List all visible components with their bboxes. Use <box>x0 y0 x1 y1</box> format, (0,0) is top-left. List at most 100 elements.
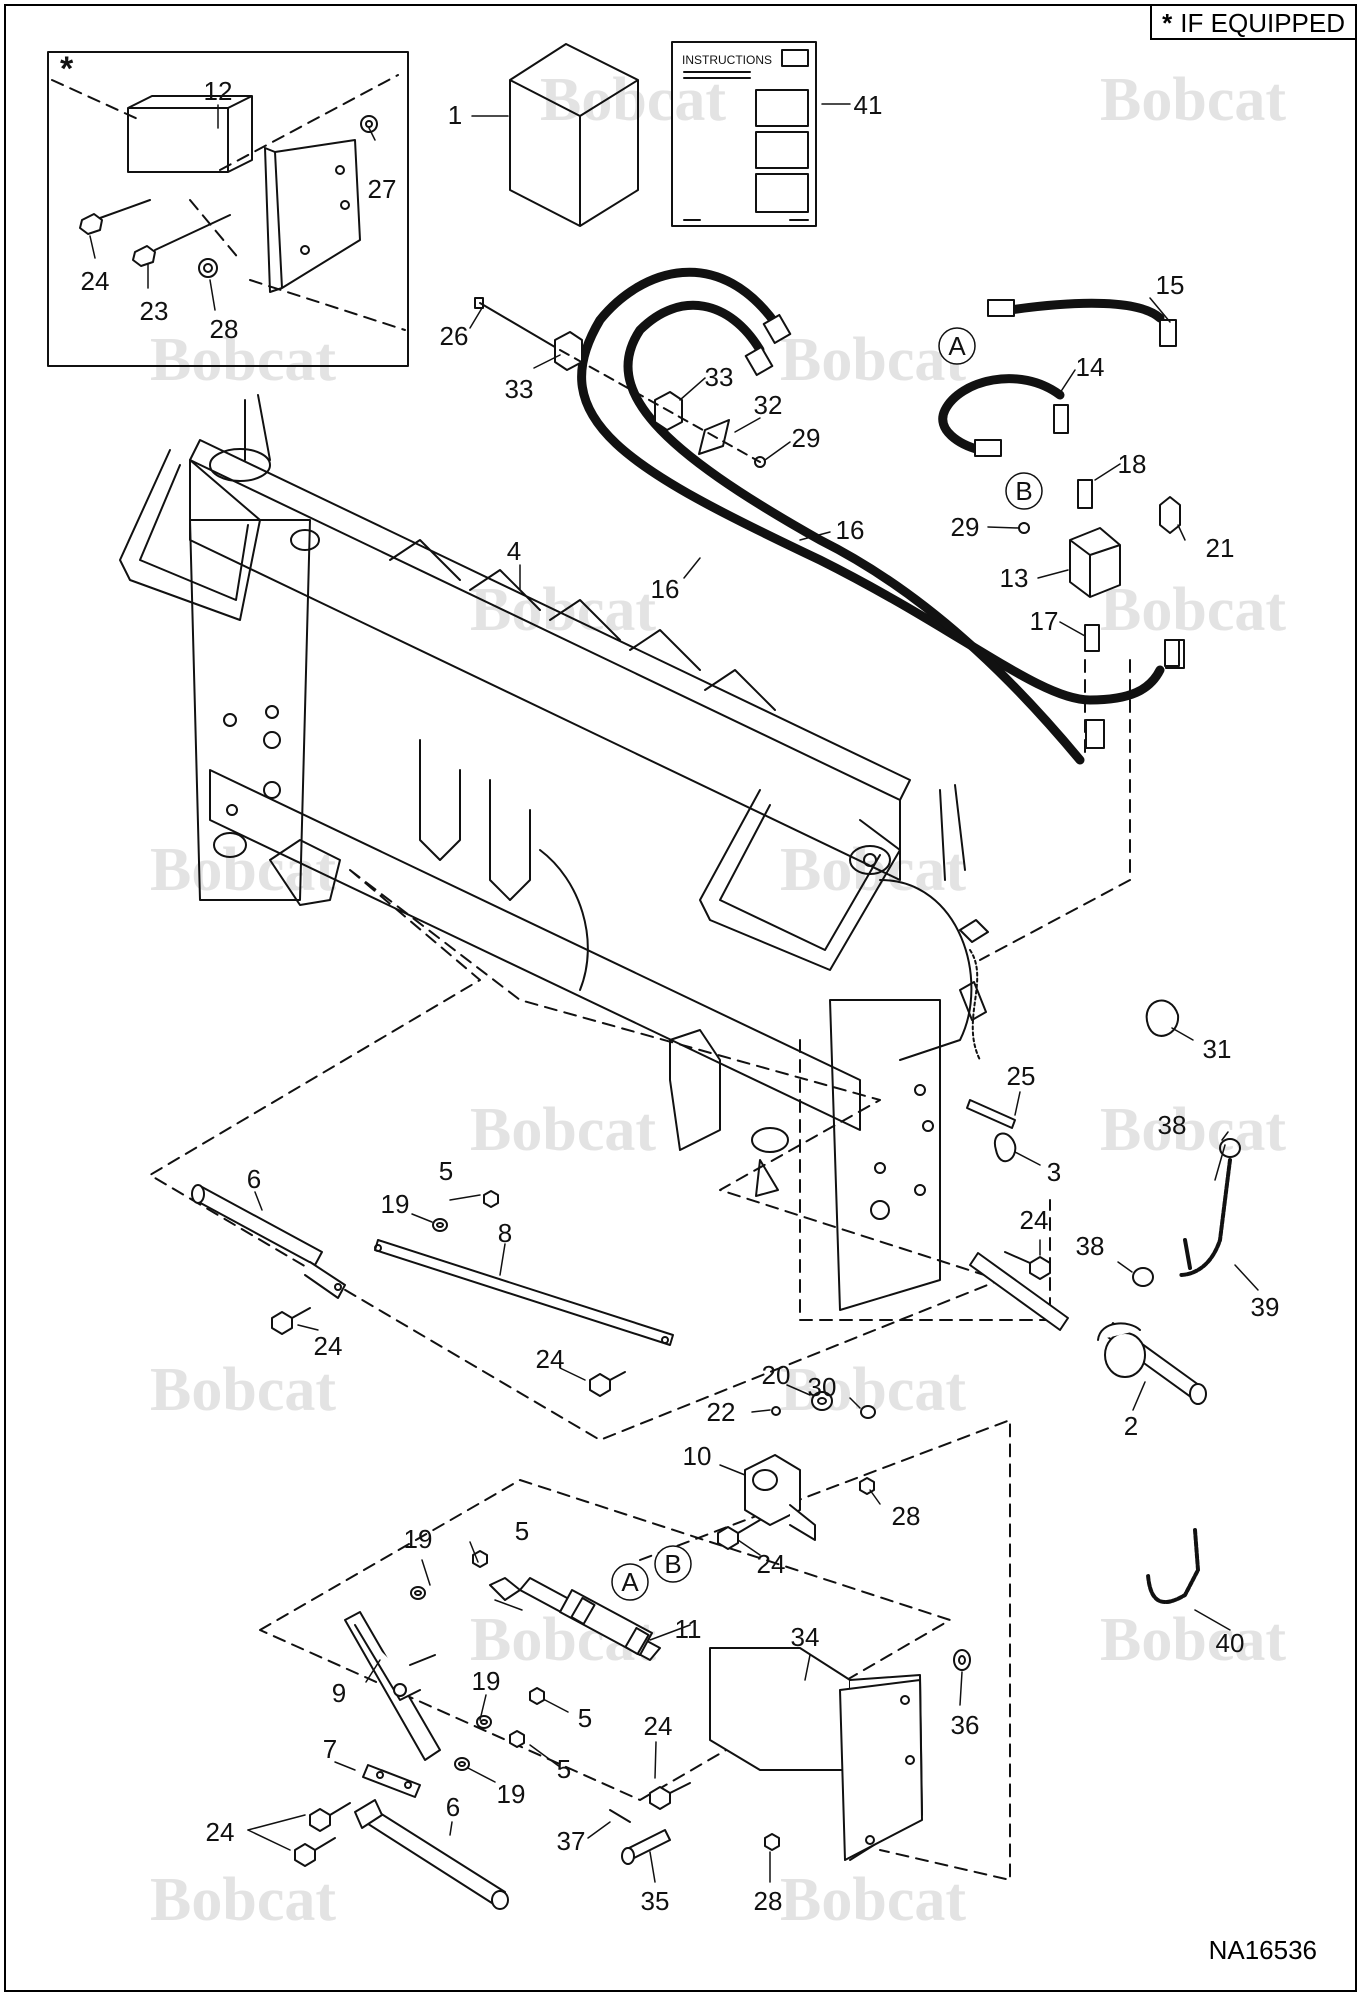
callout-16: 16 <box>836 515 865 545</box>
drawing-number: NA16536 <box>1208 1935 1317 1965</box>
callout-15: 15 <box>1156 270 1185 300</box>
callout-22: 22 <box>707 1397 736 1427</box>
marker-a-hose <box>938 327 976 365</box>
lower-beam <box>209 769 861 1131</box>
inset-plate <box>264 139 361 293</box>
callout-29: 29 <box>792 423 821 453</box>
left-lower-bracket <box>269 839 341 906</box>
callout-25: 25 <box>1007 1061 1036 1091</box>
callout-3: 3 <box>1047 1157 1061 1187</box>
hose-clamp-set <box>474 297 766 468</box>
callout-numbers: 1 41 12 27 24 23 28 26 33 33 32 29 15 14… <box>81 76 1280 1916</box>
callout-16: 16 <box>651 574 680 604</box>
hitch-pin-3 <box>993 1132 1017 1163</box>
hose-16-short <box>623 300 1085 765</box>
callout-37: 37 <box>557 1826 586 1856</box>
watermark-bobcat-logo: Bobcat <box>1100 1096 1286 1164</box>
callout-28: 28 <box>210 314 239 344</box>
inset-tube-12 <box>127 95 253 173</box>
svg-text:Bobcat: Bobcat <box>780 1866 966 1934</box>
callout-12: 12 <box>204 76 233 106</box>
inset-dashed-guides <box>51 74 406 331</box>
callout-23: 23 <box>140 296 169 326</box>
callout-18: 18 <box>1118 449 1147 479</box>
callout-24: 24 <box>81 266 110 296</box>
callout-13: 13 <box>1000 563 1029 593</box>
callout-1: 1 <box>448 100 462 130</box>
callout-leaders <box>89 103 1259 1883</box>
callout-6: 6 <box>446 1792 460 1822</box>
instructions-manual <box>671 41 817 227</box>
svg-text:Bobcat: Bobcat <box>1100 1096 1286 1164</box>
callout-29: 29 <box>951 512 980 542</box>
left-bushing <box>213 832 247 858</box>
plate-32 <box>698 419 730 455</box>
legend-text: IF EQUIPPED <box>1180 8 1345 38</box>
callout-31: 31 <box>1203 1034 1232 1064</box>
attachment-mount-frame <box>119 394 989 1311</box>
svg-text:Bobcat: Bobcat <box>1100 1606 1286 1674</box>
callout-10: 10 <box>683 1441 712 1471</box>
callout-24: 24 <box>1020 1205 1049 1235</box>
right-lever-loop <box>699 789 901 971</box>
tee-fitting-21 <box>1159 496 1181 534</box>
svg-text:Bobcat: Bobcat <box>150 326 336 394</box>
bolts-24 <box>271 1251 1051 1867</box>
right-housing <box>879 879 973 1061</box>
hydraulic-hoses-16 <box>577 267 1165 765</box>
hose-15 <box>987 298 1177 347</box>
callout-6: 6 <box>247 1164 261 1194</box>
marker-b-label: B <box>664 1549 681 1579</box>
watermark-bobcat-logo: Bobcat <box>150 1866 336 1934</box>
center-hook-right <box>489 779 531 901</box>
left-lever-loop <box>119 449 261 621</box>
right-lower-bracket <box>669 1029 721 1151</box>
callout-32: 32 <box>754 390 783 420</box>
watermark-bobcat-logo: Bobcat <box>150 836 336 904</box>
lever-9 <box>344 1611 441 1761</box>
link-7 <box>362 1764 421 1798</box>
bolt-35 <box>621 1829 671 1865</box>
drawing-border <box>4 4 1357 1992</box>
ring-38a <box>1219 1138 1241 1158</box>
svg-text:Bobcat: Bobcat <box>150 836 336 904</box>
watermark-bobcat-logo: Bobcat <box>780 326 966 394</box>
callout-35: 35 <box>641 1886 670 1916</box>
link-bar-8 <box>374 1239 674 1346</box>
quick-couplers <box>959 919 989 1021</box>
cylinder-bracket-10 <box>744 1454 816 1541</box>
marker-b-hose <box>1005 472 1043 510</box>
clamp-33a <box>554 331 583 371</box>
callout-19: 19 <box>381 1189 410 1219</box>
svg-text:Bobcat: Bobcat <box>540 66 726 134</box>
watermark-bobcat-logo: Bobcat <box>540 66 726 134</box>
center-hook-left <box>419 739 461 861</box>
hose-16-fitting <box>762 313 792 345</box>
bolt-26 <box>479 302 561 351</box>
left-side-plate <box>189 519 311 901</box>
watermark-bobcat-logo: Bobcat <box>1100 576 1286 644</box>
inset-bolt-23 <box>132 214 231 267</box>
svg-text:Bobcat: Bobcat <box>1100 576 1286 644</box>
legend-star: * <box>1162 8 1173 38</box>
callout-17: 17 <box>1030 606 1059 636</box>
ring-38b <box>1132 1267 1154 1287</box>
inset-nut-28 <box>198 258 218 278</box>
callout-24: 24 <box>314 1331 343 1361</box>
callout-9: 9 <box>332 1678 346 1708</box>
hose-16-fitting <box>1085 719 1105 749</box>
inset-frame <box>47 51 409 367</box>
roll-pin-37 <box>609 1809 631 1823</box>
svg-text:Bobcat: Bobcat <box>150 1866 336 1934</box>
marker-a-label: A <box>621 1567 639 1597</box>
chain-40 <box>1146 1528 1200 1605</box>
pin-6-lower <box>354 1799 509 1910</box>
watermark-bobcat-logo: Bobcat <box>1100 1606 1286 1674</box>
pin-2 <box>969 1252 1207 1405</box>
svg-text:Bobcat: Bobcat <box>780 836 966 904</box>
callout-14: 14 <box>1076 352 1105 382</box>
inset-mount-kit <box>47 51 409 367</box>
hose-16-long <box>577 267 1165 705</box>
